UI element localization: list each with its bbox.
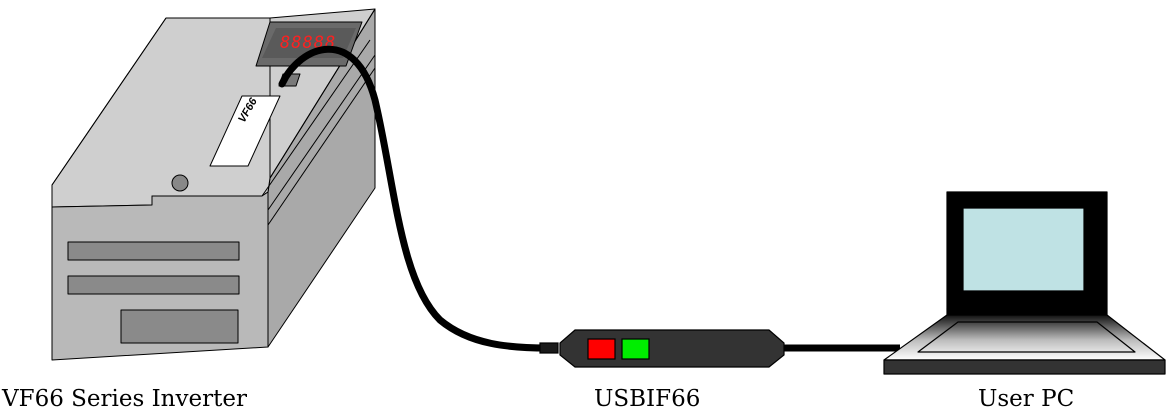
laptop-screen xyxy=(962,207,1085,292)
front-slot xyxy=(67,275,240,295)
led-red xyxy=(587,338,616,360)
front-panel-block xyxy=(120,309,239,344)
user-pc-laptop xyxy=(883,191,1166,375)
vf66-inverter xyxy=(51,8,376,361)
inverter-edge-line xyxy=(51,17,167,186)
inverter-edge-line xyxy=(267,67,376,226)
inverter-caption: VF66 Series Inverter xyxy=(2,386,247,412)
pc-caption: User PC xyxy=(978,386,1075,412)
knob xyxy=(171,174,189,192)
usbif66-adapter xyxy=(539,329,785,368)
cable xyxy=(278,45,552,352)
front-slot xyxy=(67,241,240,261)
adapter-body xyxy=(559,329,785,368)
laptop-keyboard-inset xyxy=(917,321,1136,353)
led-green xyxy=(621,338,650,360)
laptop-hinge xyxy=(946,308,1108,316)
model-label-plate xyxy=(209,95,281,167)
adapter-caption: USBIF66 xyxy=(594,386,701,412)
inverter-edge-line xyxy=(261,39,371,197)
adapter-cable-boot-left xyxy=(539,342,559,354)
inverter-edge-line xyxy=(267,54,376,211)
laptop-base xyxy=(883,359,1166,375)
